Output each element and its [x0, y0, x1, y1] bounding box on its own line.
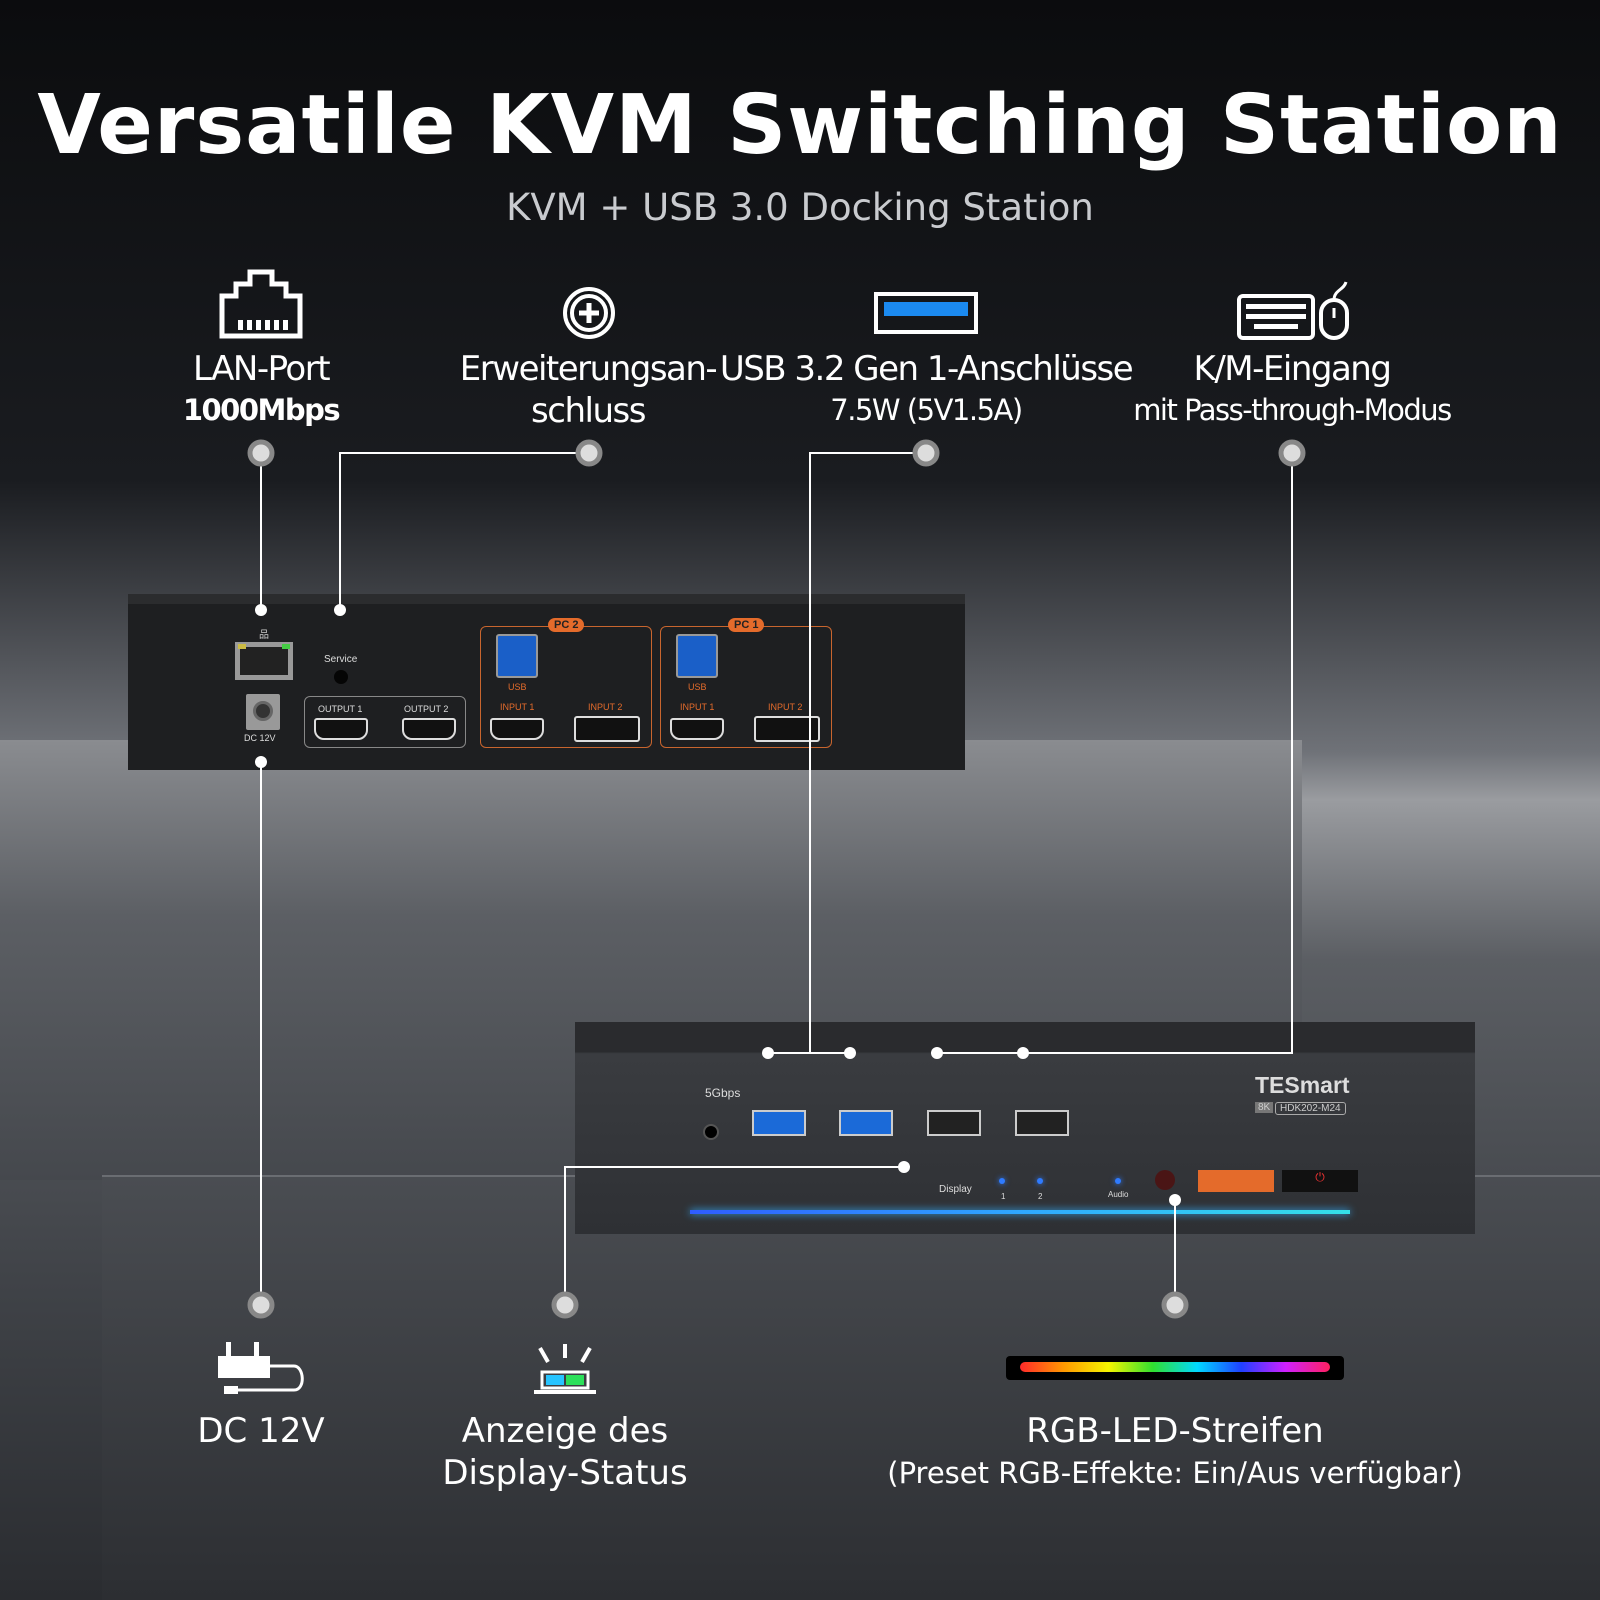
brand-logo: TESmart	[1255, 1072, 1350, 1098]
input2-label: INPUT 2	[588, 702, 623, 712]
input1-label: INPUT 1	[680, 702, 715, 712]
feature-title: USB 3.2 Gen 1-Anschlüsse	[719, 349, 1134, 389]
kvm-back-panel: 品 DC 12V Service OUTPUT 1 OUTPUT 2 PC 2 …	[128, 594, 965, 770]
hdmi-input-1-pc1	[670, 718, 724, 740]
audio-led	[1115, 1178, 1121, 1184]
feature-detail: (Preset RGB-Effekte: Ein/Aus verfügbar)	[887, 1456, 1463, 1490]
display-label: Display	[939, 1184, 972, 1195]
feature-km-input: K/M-Eingang mit Pass-through-Modus	[1082, 348, 1502, 430]
feature-detail: mit Pass-through-Modus	[1133, 393, 1452, 427]
svg-text:品: 品	[259, 629, 269, 641]
output-group	[304, 696, 466, 748]
usb-port-icon	[874, 292, 978, 334]
lan-port-icon	[219, 269, 303, 339]
hdmi-output-2	[402, 718, 456, 740]
dc-label: DC 12V	[244, 733, 276, 743]
usb-label: USB	[508, 682, 527, 692]
power-adapter-icon	[218, 1342, 304, 1394]
feature-dc-12v: DC 12V	[0, 1410, 561, 1452]
usb-a-port[interactable]	[752, 1110, 806, 1136]
feature-rgb-strip: RGB-LED-Streifen (Preset RGB-Effekte: Ei…	[875, 1410, 1475, 1494]
output1-label: OUTPUT 1	[318, 704, 363, 714]
feature-title: Erweiterungsan-	[459, 349, 718, 389]
page-subtitle: KVM + USB 3.0 Docking Station	[506, 186, 1094, 229]
service-label: Service	[324, 654, 358, 665]
plus-circle-icon	[563, 287, 615, 339]
feature-title-cont: Display-Status	[442, 1453, 688, 1493]
pc2-tag: PC 2	[548, 618, 585, 632]
feature-detail: 1000Mbps	[182, 393, 341, 427]
display-led-2	[1037, 1178, 1043, 1184]
usb-label: USB	[688, 682, 707, 692]
feature-title: LAN-Port	[192, 349, 331, 389]
display-2-label: 2	[1038, 1192, 1043, 1201]
feature-usb-ports: USB 3.2 Gen 1-Anschlüsse 7.5W (5V1.5A)	[716, 348, 1136, 430]
output2-label: OUTPUT 2	[404, 704, 449, 714]
audio-led-label: Audio	[1108, 1190, 1129, 1199]
pc1-tag: PC 1	[728, 618, 765, 632]
rgb-strip-icon	[1006, 1356, 1344, 1380]
keyboard-mouse-icon	[1237, 281, 1349, 340]
dc-jack	[246, 694, 280, 730]
feature-expansion-port: Erweiterungsan- schluss	[378, 348, 798, 432]
input2-label: INPUT 2	[768, 702, 803, 712]
resolution-badge: 8K	[1255, 1102, 1274, 1113]
rj45-port: 品	[235, 629, 293, 680]
feature-title: RGB-LED-Streifen	[1026, 1411, 1324, 1451]
audio-jack	[703, 1124, 719, 1140]
lower-platform	[102, 1175, 1600, 1600]
dp-input-2-pc2	[574, 716, 640, 742]
feature-detail: 7.5W (5V1.5A)	[830, 393, 1023, 427]
usb-b-pc2	[496, 634, 538, 678]
feature-title-cont: schluss	[531, 391, 646, 431]
feature-title: DC 12V	[197, 1411, 325, 1451]
power-button[interactable]: ⏻	[1282, 1170, 1358, 1192]
speed-label: 5Gbps	[705, 1086, 741, 1100]
hdmi-input-1-pc2	[490, 718, 544, 740]
model-badge: HDK202-M24	[1275, 1102, 1346, 1115]
usb-b-pc1	[676, 634, 718, 678]
display-1-label: 1	[1001, 1192, 1006, 1201]
mouse-usb-port[interactable]	[1015, 1110, 1069, 1136]
usb-a-port[interactable]	[839, 1110, 893, 1136]
display-led-1	[999, 1178, 1005, 1184]
input1-label: INPUT 1	[500, 702, 535, 712]
display-status-led-icon	[534, 1344, 596, 1394]
page-title: Versatile KVM Switching Station	[37, 78, 1563, 173]
keyboard-usb-port[interactable]	[927, 1110, 981, 1136]
feature-display-status: Anzeige des Display-Status	[265, 1410, 865, 1494]
service-port	[334, 670, 348, 684]
feature-title: K/M-Eingang	[1193, 349, 1392, 389]
rgb-led-strip	[690, 1210, 1350, 1214]
ir-sensor	[1155, 1170, 1175, 1190]
hdmi-output-1	[314, 718, 368, 740]
feature-title: Anzeige des	[461, 1411, 669, 1451]
feature-lan-port: LAN-Port 1000Mbps	[51, 348, 471, 430]
switch-button[interactable]	[1198, 1170, 1274, 1192]
